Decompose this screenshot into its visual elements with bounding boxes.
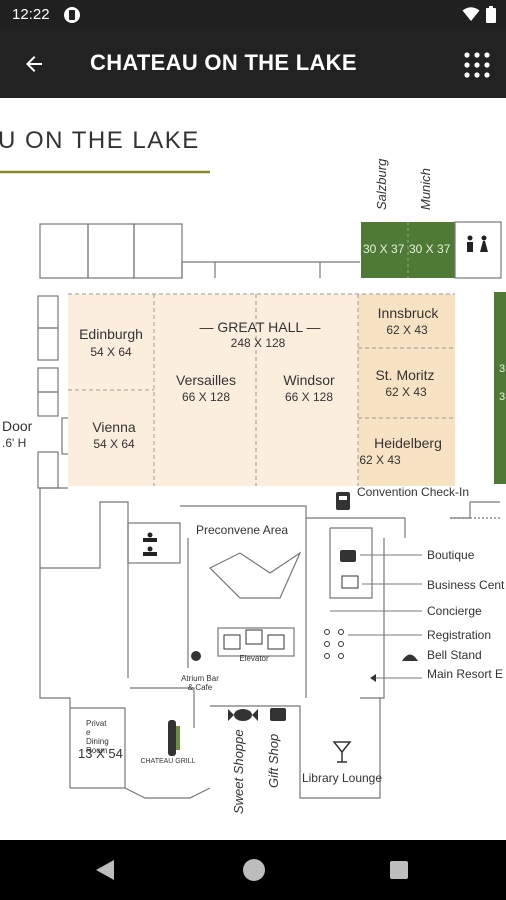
arrow-back-icon	[26, 56, 42, 72]
right-rooms-block[interactable]	[358, 294, 455, 486]
atrium-bar-icon	[191, 651, 201, 661]
app-notification-icon	[64, 7, 80, 23]
nav-home-icon[interactable]	[243, 859, 265, 881]
elevator-label: Elevator	[239, 654, 269, 663]
gift-bag-icon	[270, 708, 286, 721]
system-nav-bar	[0, 840, 506, 900]
munich-dims: 30 X 37	[409, 242, 451, 256]
top-service-rooms	[39, 223, 360, 279]
vienna-label: Vienna	[92, 419, 136, 435]
entrance-arrow-icon	[370, 674, 376, 682]
innsbruck-dims: 62 X 43	[386, 323, 428, 337]
private-dining-2: e	[86, 728, 91, 737]
cocktail-icon	[332, 741, 352, 763]
apps-menu-button[interactable]	[458, 46, 496, 84]
library-lounge-label: Library Lounge	[302, 771, 382, 785]
st-moritz-label: St. Moritz	[375, 367, 434, 383]
status-bar: 12:22	[0, 0, 506, 30]
sweet-shoppe-label: Sweet Shoppe	[231, 729, 246, 814]
great-hall-dims: 248 X 128	[231, 336, 286, 350]
page-title: CHATEAU ON THE LAKE	[90, 50, 357, 75]
restroom-icon	[467, 235, 488, 252]
versailles-label: Versailles	[176, 372, 236, 388]
great-hall-label: — GREAT HALL —	[199, 319, 320, 335]
convention-checkin-label: Convention Check-In	[357, 485, 469, 499]
private-dining-dims: 13 X 54	[78, 746, 123, 761]
st-moritz-dims: 62 X 43	[385, 385, 427, 399]
private-dining-1: Privat	[86, 719, 107, 728]
registration-dots	[324, 629, 344, 659]
legend-registration: Registration	[427, 628, 491, 642]
preconvene-label: Preconvene Area	[196, 523, 288, 537]
legend-business-center: Business Cent	[427, 578, 505, 592]
windsor-label: Windsor	[283, 372, 335, 388]
legend-boutique: Boutique	[427, 548, 475, 562]
restroom-lower-icon	[143, 532, 157, 556]
chateau-grill-logo	[168, 720, 180, 756]
business-center-icon	[341, 575, 359, 589]
edinburgh-label: Edinburgh	[79, 326, 143, 342]
right-partial-dims-1: 3	[499, 363, 505, 375]
restroom-top	[454, 221, 502, 279]
app-bar: CHATEAU ON THE LAKE	[0, 30, 506, 98]
bell-icon	[402, 654, 418, 661]
right-partial-room[interactable]	[494, 292, 506, 484]
status-time: 12:22	[12, 6, 50, 23]
lower-floor-outline	[39, 487, 500, 799]
elevator-icon	[223, 629, 285, 650]
floor-map[interactable]: U ON THE LAKE Salzburg Munich 30 X 37 30…	[0, 98, 506, 840]
edinburgh-dims: 54 X 64	[90, 345, 132, 359]
boutique-icon	[340, 550, 356, 562]
grid-icon	[464, 52, 490, 78]
munich-label: Munich	[418, 168, 433, 210]
legend-main-resort-entrance: Main Resort E	[427, 667, 503, 681]
legend-bell-stand: Bell Stand	[427, 648, 482, 662]
candy-icon	[228, 709, 258, 721]
private-dining-3: Dining	[86, 737, 109, 746]
grill-label: CHATEAU GRILL	[140, 758, 195, 765]
private-dining-4: Room	[86, 746, 108, 755]
salzburg-munich-rooms[interactable]	[361, 222, 455, 278]
salzburg-dims: 30 X 37	[363, 242, 405, 256]
atrium-bar-label: Atrium Bar	[181, 674, 219, 683]
windsor-dims: 66 X 128	[285, 390, 333, 404]
vienna-dims: 54 X 64	[93, 437, 135, 451]
nav-back-icon[interactable]	[94, 858, 116, 882]
versailles-dims: 66 X 128	[182, 390, 230, 404]
heidelberg-dims: 62 X 43	[359, 453, 401, 467]
wifi-icon	[462, 7, 480, 21]
map-header-text: U ON THE LAKE	[0, 127, 200, 154]
atrium-cafe-label: & Cafe	[188, 683, 213, 692]
nav-recents-icon[interactable]	[390, 861, 408, 879]
innsbruck-label: Innsbruck	[378, 305, 440, 321]
back-button[interactable]	[16, 46, 52, 82]
salzburg-label: Salzburg	[374, 158, 389, 210]
door-height: .6' H	[2, 436, 26, 450]
check-in-icon	[336, 492, 350, 510]
heidelberg-label: Heidelberg	[374, 435, 442, 451]
floor-plan-svg[interactable]: U ON THE LAKE Salzburg Munich 30 X 37 30…	[0, 98, 506, 840]
battery-icon	[486, 6, 496, 23]
right-partial-dims-2: 3	[499, 391, 505, 403]
gift-shop-label: Gift Shop	[266, 734, 281, 788]
door-label: Door	[2, 418, 33, 434]
legend-concierge: Concierge	[427, 604, 482, 618]
